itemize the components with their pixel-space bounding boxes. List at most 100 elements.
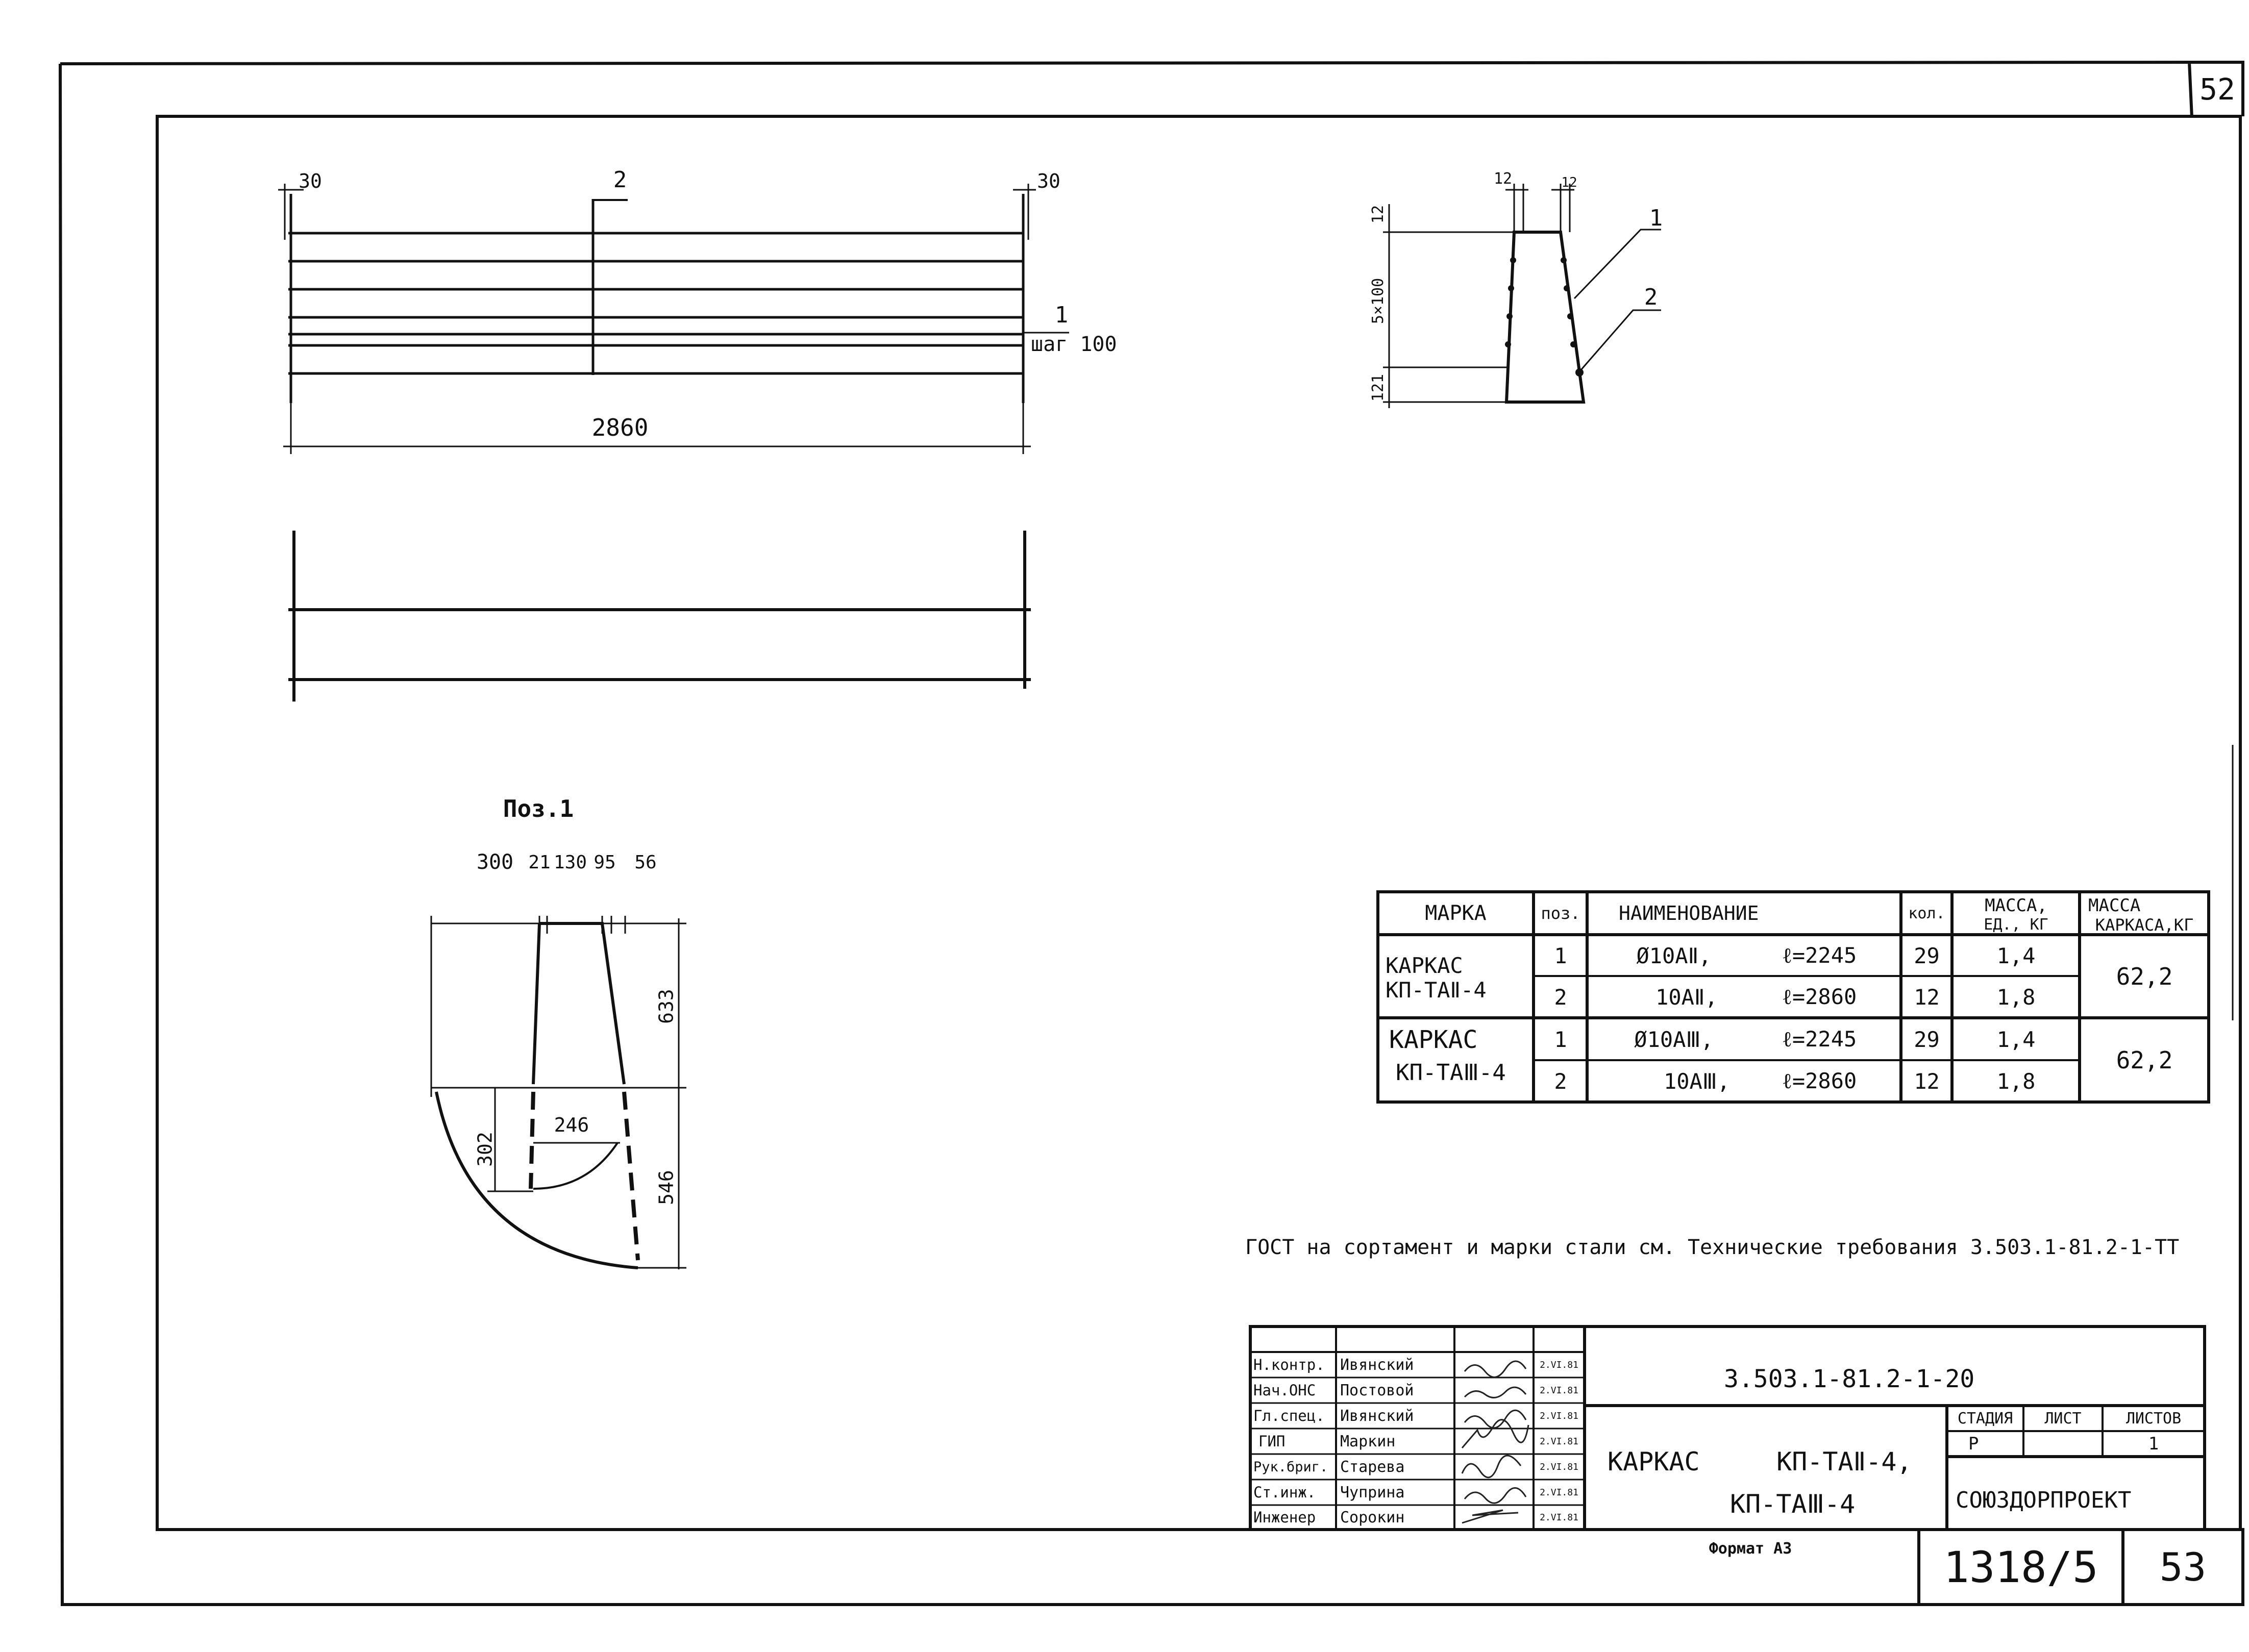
staff-name-6: Чуприна <box>1340 1483 1405 1501</box>
spec-group2-row1-qty: 29 <box>1914 1027 1940 1052</box>
spec-group2-row2-pos: 2 <box>1554 1068 1567 1094</box>
staff-role-2: Нач.ОНС <box>1253 1382 1316 1399</box>
staff-role-4: ГИП <box>1258 1433 1286 1450</box>
section-dim-left-mid: 5×100 <box>1369 278 1387 324</box>
staff-role-7: Инженер <box>1253 1509 1316 1526</box>
staff-date-5: 2.VI.81 <box>1540 1461 1578 1472</box>
spec-group2-mark-line2: КП-ТАⅢ-4 <box>1396 1060 1506 1086</box>
staff-date-1: 2.VI.81 <box>1540 1359 1578 1370</box>
spec-header-name: НАИМЕНОВАНИЕ <box>1619 902 1759 924</box>
spec-group1-row1-pos: 1 <box>1554 943 1567 968</box>
spec-group2-row1-name: Ø10АⅢ, <box>1634 1027 1714 1052</box>
staff-date-3: 2.VI.81 <box>1540 1410 1578 1421</box>
dim-label-right-30: 30 <box>1037 170 1060 192</box>
pos1-dim-302: 302 <box>474 1132 496 1167</box>
signatures <box>1461 1360 1529 1524</box>
spec-group2-row2-qty: 12 <box>1914 1068 1940 1094</box>
format-label: Формат А3 <box>1709 1539 1792 1558</box>
staff-name-1: Ивянский <box>1340 1356 1414 1374</box>
section-dim-left-top: 12 <box>1369 205 1387 224</box>
staff-date-6: 2.VI.81 <box>1540 1487 1578 1498</box>
spec-header-pos: поз. <box>1541 904 1580 923</box>
spec-group2-row2-name: 10АⅢ, <box>1663 1068 1731 1094</box>
archive-number: 1318/5 <box>1943 1542 2098 1592</box>
staff-name-2: Постовой <box>1340 1381 1414 1399</box>
spec-header-mark: МАРКА <box>1425 902 1487 925</box>
spec-header-qty: кол. <box>1908 904 1945 922</box>
spec-group2-row1-mass: 1,4 <box>1996 1027 2036 1052</box>
bottom-sheet-number: 53 <box>2159 1544 2207 1590</box>
spec-group2-row1-length: ℓ=2245 <box>1782 1027 1857 1052</box>
pos1-dim-300: 300 <box>476 850 514 874</box>
spec-group1-row1-qty: 29 <box>1914 943 1940 968</box>
staff-name-4: Маркин <box>1340 1432 1396 1450</box>
corner-sheet-number: 52 <box>2199 72 2235 107</box>
pos1-dim-246: 246 <box>554 1114 589 1136</box>
gost-note: ГОСТ на сортамент и марки стали см. Техн… <box>1245 1236 2180 1259</box>
spec-group2-row2-length: ℓ=2860 <box>1782 1068 1857 1093</box>
pos1-dim-546: 546 <box>655 1170 677 1205</box>
staff-date-4: 2.VI.81 <box>1540 1436 1578 1447</box>
stage-label: СТАДИЯ <box>1957 1409 2013 1428</box>
spec-group2-row1-pos: 1 <box>1554 1027 1567 1052</box>
pos1-dim-56: 56 <box>634 852 657 873</box>
spec-group1-row2-length: ℓ=2860 <box>1782 984 1857 1009</box>
section-leader-1: 1 <box>1649 205 1663 231</box>
spec-group2-mark-line1: КАРКАС <box>1389 1025 1478 1054</box>
sheets-label: ЛИСТОВ <box>2126 1409 2182 1428</box>
product-title-line2: КП-ТАⅢ-4 <box>1730 1489 1856 1519</box>
section-dim-left-bot: 121 <box>1369 373 1387 402</box>
spec-group2-row2-mass: 1,8 <box>1996 1068 2036 1094</box>
section-dim-top-right: 12 <box>1561 174 1577 190</box>
position-label-1: 1 <box>1054 302 1069 328</box>
spec-group1-mass-frame: 62,2 <box>2116 963 2173 990</box>
doc-code: 3.503.1-81.2-1-20 <box>1724 1364 1975 1393</box>
spec-group1-row1-name: Ø10АⅡ, <box>1636 943 1712 968</box>
staff-role-1: Н.контр. <box>1253 1356 1325 1373</box>
inner-frame <box>156 115 2242 1531</box>
pos1-dim-130: 130 <box>553 852 587 873</box>
staff-name-3: Ивянский <box>1340 1407 1414 1425</box>
staff-date-7: 2.VI.81 <box>1540 1512 1578 1523</box>
dim-label-left-30: 30 <box>299 170 322 192</box>
corner-number-box <box>2189 61 2244 116</box>
spec-group2-mass-frame: 62,2 <box>2116 1046 2173 1074</box>
section-leader-2: 2 <box>1644 284 1658 310</box>
staff-role-6: Ст.инж. <box>1253 1484 1316 1501</box>
pos1-detail <box>430 916 686 1269</box>
stage-value: Р <box>1968 1434 1979 1454</box>
spec-group1-row1-length: ℓ=2245 <box>1782 943 1857 968</box>
sheet-label: ЛИСТ <box>2044 1409 2082 1428</box>
pos1-dim-633: 633 <box>655 989 677 1024</box>
spec-group1-row1-mass: 1,4 <box>1996 943 2036 968</box>
staff-role-3: Гл.спец. <box>1253 1407 1325 1424</box>
staff-name-7: Сорокин <box>1340 1508 1405 1526</box>
title-block-grid <box>1249 1325 2244 1606</box>
position-label-2: 2 <box>613 167 627 193</box>
spec-header-mass-unit-line1: МАССА, <box>1985 895 2047 916</box>
spec-group1-mark-line2: КП-ТАⅡ-4 <box>1386 977 1487 1003</box>
spec-group1-row2-mass: 1,8 <box>1996 984 2036 1010</box>
length-dimension-2860: 2860 <box>591 414 649 441</box>
pos1-dim-95: 95 <box>594 852 616 873</box>
rebar-plan <box>288 531 1031 702</box>
spec-group1-row2-pos: 2 <box>1554 984 1567 1010</box>
staff-date-2: 2.VI.81 <box>1540 1385 1578 1396</box>
pos1-title: Поз.1 <box>503 795 574 822</box>
product-title-line1: КАРКАС КП-ТАⅡ-4, <box>1608 1447 1912 1476</box>
spec-group1-row2-qty: 12 <box>1914 984 1940 1010</box>
spec-group1-row2-name: 10АⅡ, <box>1655 984 1718 1010</box>
spec-group1-mark-line1: КАРКАС <box>1386 954 1463 977</box>
section-view <box>1383 184 1661 408</box>
sheet-value <box>2024 1432 2102 1456</box>
staff-role-5: Рук.бриг. <box>1253 1459 1328 1475</box>
spec-header-mass-unit-line2: ЕД., КГ <box>1984 916 2048 934</box>
step-label: шаг 100 <box>1031 333 1117 356</box>
organization-name: СОЮЗДОРПРОЕКТ <box>1956 1487 2132 1513</box>
spec-table-grid <box>1376 890 2210 1104</box>
spec-header-mass-frame-line2: КАРКАСА,КГ <box>2095 916 2194 934</box>
rebar-elevation-top <box>278 184 1069 454</box>
pos1-dim-21: 21 <box>528 852 551 873</box>
